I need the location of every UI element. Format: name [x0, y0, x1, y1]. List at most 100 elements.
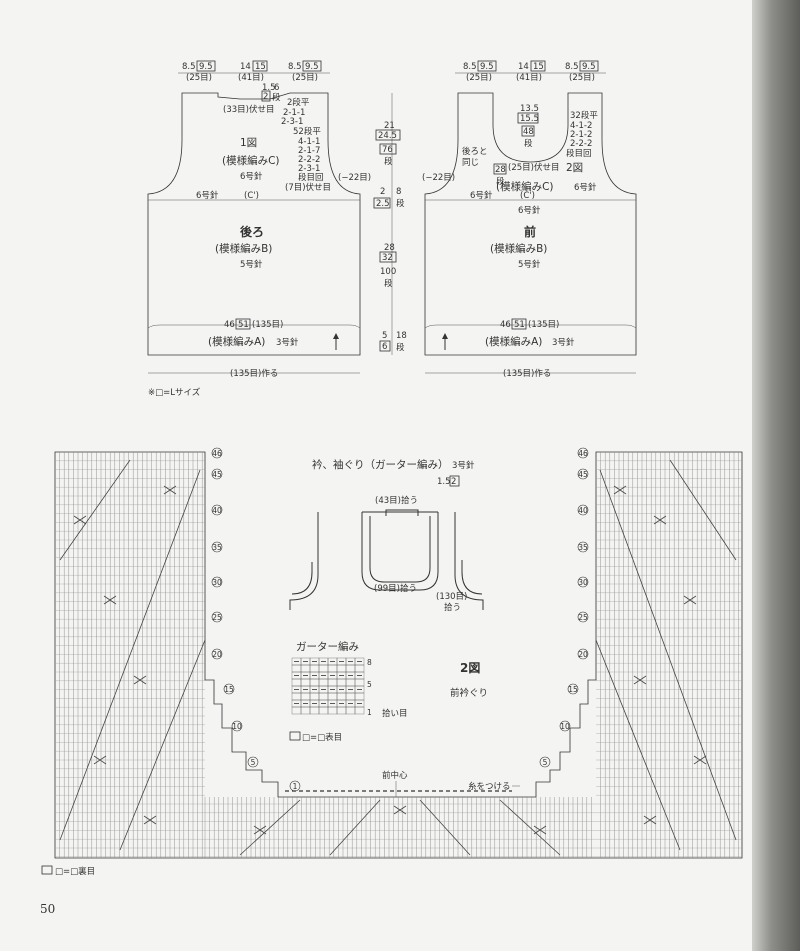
garter-cell [345, 664, 356, 673]
front-hem-count-l: 51 [514, 320, 525, 330]
row-label-circle [211, 611, 223, 623]
cable-cross [653, 515, 667, 525]
row-label-circle [577, 447, 589, 459]
row-label-left: 5 [251, 758, 256, 767]
row-label-left: 35 [212, 543, 222, 552]
dim-body-m: 28 [384, 243, 395, 253]
back-dim-right-l-box [302, 60, 322, 72]
dim-armhole-rows-box [379, 143, 397, 155]
page-number: 50 [40, 902, 56, 916]
garter-cell [336, 664, 347, 673]
back-figure-ref: 1図 [240, 137, 257, 149]
chart-cables [59, 459, 737, 856]
row-label-left: 30 [212, 578, 222, 587]
garter-cell [291, 692, 302, 701]
front-dim-mid-m: 14 [518, 62, 529, 72]
cable-line [59, 459, 131, 561]
row-label-right: 46 [578, 449, 588, 458]
back-arm-rows-legend: 段目回 [298, 172, 324, 183]
back-pattern: (模様編みB) [215, 242, 272, 255]
edging-pickup-armhole-unit: 拾う [444, 602, 461, 613]
dim-body-rows: 100 [380, 267, 396, 277]
dim-armhole-l-box [375, 129, 401, 141]
cable-cross [533, 825, 547, 835]
back-neck-dec-2: 2-3-1 [281, 117, 303, 127]
back-band-label: (C') [244, 191, 259, 201]
edging-neck-inner [369, 516, 431, 583]
garter-title-bg [286, 636, 366, 654]
chart-outline [54, 451, 743, 859]
cable-line [419, 799, 471, 856]
front-side-rows-box [493, 163, 507, 175]
back-hem-count-l: 51 [238, 320, 249, 330]
front-arm-count: (−22目) [422, 173, 455, 183]
row-label-right: 20 [578, 650, 588, 659]
cable-cross [143, 815, 157, 825]
garter-row-1: 1 [367, 708, 372, 717]
row-label-circle [231, 720, 243, 732]
row-label-right: 40 [578, 506, 588, 515]
back-dim-right-m: 8.5 [288, 62, 302, 72]
front-neck-bindoff: (25目)伏せ目 [508, 162, 559, 173]
back-dim-left-l: 9.5 [199, 62, 213, 72]
garter-cell [300, 706, 311, 715]
cable-line [59, 469, 201, 841]
row-label-left: 45 [212, 470, 222, 479]
cable-line [119, 639, 206, 851]
row-label-right: 25 [578, 613, 588, 622]
garter-cell [327, 678, 338, 687]
front-hem-count-l-box [511, 318, 527, 330]
front-dim-right-m: 8.5 [565, 62, 579, 72]
front-band-needle-below: 6号針 [518, 205, 541, 216]
edging-left-armhole-outer [289, 512, 319, 610]
row-label-circle [247, 756, 259, 768]
front-side-rows: 28 [495, 165, 506, 175]
length-dimensions: 21 24.5 76 段 2 2.5 8 段 28 32 100 段 5 6 1… [373, 93, 407, 355]
cable-line [329, 799, 381, 856]
edging-needle: 3号針 [452, 460, 475, 471]
front-dim-left-l-box [477, 60, 497, 72]
front-hem-needle: 3号針 [552, 337, 575, 348]
front-band-label: (C') [520, 191, 535, 201]
back-band-needle: 6号針 [196, 190, 219, 201]
garter-cell [327, 692, 338, 701]
row-label-right: 30 [578, 578, 588, 587]
dim-armhole-rows: 76 [382, 145, 393, 155]
dim-armhole-m: 21 [384, 121, 395, 131]
back-arm-dec-3: 2-2-2 [298, 155, 320, 165]
back-title: 後ろ [240, 224, 264, 239]
front-figure-ref: 2図 [566, 162, 583, 174]
garter-cell [345, 692, 356, 701]
back-hem-count-sts: (135目) [252, 320, 283, 330]
garter-cell [309, 706, 320, 715]
front-dim-mid-sts: (41目) [516, 73, 542, 83]
front-neck-flat: 32段平 [570, 110, 598, 121]
front-same-as-back-1: 後ろと [462, 146, 488, 157]
garter-cell [336, 706, 347, 715]
dim-band-l-box [373, 197, 391, 209]
front-neck-dec-3: 2-2-2 [570, 139, 592, 149]
dim-hem-rows: 18 [396, 331, 407, 341]
cable-cross [93, 755, 107, 765]
back-dim-mid-sts: (41目) [238, 73, 264, 83]
dim-body-l-box [379, 251, 397, 263]
front-upper-needle: 6号針 [574, 182, 597, 193]
cable-cross [643, 815, 657, 825]
garter-cell [309, 692, 320, 701]
front-neck-depth-m: 13.5 [520, 104, 539, 114]
row-label-circle [211, 541, 223, 553]
dim-armhole-rows-unit: 段 [384, 156, 393, 167]
cable-line [599, 469, 737, 841]
garter-cell [336, 692, 347, 701]
row-label-right: 5 [543, 758, 548, 767]
front-schematic: 8.5 9.5 (25目) 14 15 (41目) 8.5 9.5 (25目) … [422, 60, 637, 379]
garter-title: ガーター編み [296, 640, 359, 653]
front-dim-mid-l: 15 [533, 62, 544, 72]
back-neck-bindoff: (33目)伏せ目 [223, 104, 274, 115]
garter-cell [291, 664, 302, 673]
garter-cell [327, 664, 338, 673]
chart-grid [55, 452, 742, 858]
edging-dim-m: 1.5 [437, 477, 451, 487]
front-needle: 5号針 [518, 259, 541, 270]
back-neck-depth-l-box [261, 90, 271, 102]
